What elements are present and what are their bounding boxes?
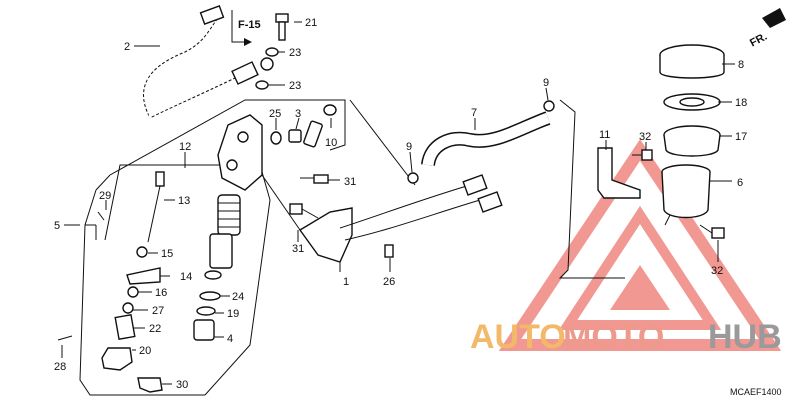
callout-19: 19 bbox=[227, 308, 239, 320]
screw-26 bbox=[384, 244, 394, 258]
callout-26: 26 bbox=[383, 276, 395, 288]
washer-23-lower bbox=[255, 80, 269, 90]
callout-1: 1 bbox=[343, 276, 349, 288]
reference-marker: F-15 bbox=[231, 10, 261, 46]
boot-4 bbox=[193, 319, 215, 341]
front-arrow-label: FR. bbox=[748, 31, 769, 50]
front-arrow: FR. bbox=[748, 8, 786, 50]
bolt-32-lower bbox=[699, 224, 725, 239]
washer-23-upper bbox=[265, 47, 279, 57]
callout-15: 15 bbox=[161, 248, 173, 260]
hose-clip-9-right bbox=[543, 100, 555, 112]
bolt-21 bbox=[275, 13, 289, 41]
bracket-11 bbox=[597, 147, 641, 199]
watermark-hub: HUB bbox=[708, 318, 782, 356]
callout-23-lower: 23 bbox=[289, 80, 301, 92]
callout-23-upper: 23 bbox=[289, 47, 301, 59]
callout-3: 3 bbox=[295, 108, 301, 120]
bushing-3 bbox=[288, 129, 302, 143]
plate-18 bbox=[663, 93, 721, 111]
nut-16 bbox=[127, 286, 139, 298]
clevis-20 bbox=[101, 347, 133, 371]
callout-29: 29 bbox=[99, 190, 111, 202]
reservoir-6 bbox=[661, 164, 711, 226]
brake-hose bbox=[140, 5, 274, 122]
push-rod-13 bbox=[147, 171, 165, 243]
callout-31-upper: 31 bbox=[344, 176, 356, 188]
brake-switch-harness bbox=[339, 174, 503, 241]
callout-7: 7 bbox=[471, 107, 477, 119]
callout-20: 20 bbox=[139, 345, 151, 357]
callout-9-left: 9 bbox=[406, 141, 412, 153]
callout-17: 17 bbox=[735, 131, 747, 143]
callout-25: 25 bbox=[269, 108, 281, 120]
callout-30: 30 bbox=[176, 379, 188, 391]
callout-32-lower: 32 bbox=[711, 265, 723, 277]
piston-set-12 bbox=[204, 194, 241, 280]
watermark-moto: MOTO bbox=[563, 318, 664, 356]
watermark-auto: AUTO bbox=[470, 318, 566, 356]
callout-10: 10 bbox=[325, 137, 337, 149]
callout-18: 18 bbox=[735, 97, 747, 109]
callout-5: 5 bbox=[54, 220, 60, 232]
callout-27: 27 bbox=[152, 305, 164, 317]
washer-24 bbox=[199, 291, 221, 301]
callout-16: 16 bbox=[155, 287, 167, 299]
callout-13: 13 bbox=[178, 195, 190, 207]
reservoir-cap-8 bbox=[659, 44, 725, 79]
callout-12: 12 bbox=[179, 141, 191, 153]
cotter-pin-29 bbox=[97, 211, 105, 221]
nut-15 bbox=[136, 246, 148, 258]
callout-2: 2 bbox=[124, 41, 130, 53]
pin-28 bbox=[57, 335, 73, 341]
reservoir-hose bbox=[421, 111, 551, 167]
master-cylinder bbox=[217, 114, 353, 263]
joint-bolt-10 bbox=[303, 120, 323, 148]
callout-31-lower: 31 bbox=[292, 243, 304, 255]
washer-10 bbox=[323, 104, 337, 116]
hose-clip-9-left bbox=[407, 172, 419, 184]
callout-labels: 1 2 3 4 5 6 7 8 9 9 10 11 12 13 14 15 16… bbox=[54, 17, 747, 391]
boot-14 bbox=[126, 267, 161, 285]
clip-30 bbox=[137, 377, 163, 393]
bolt-31-lower bbox=[289, 203, 319, 219]
callout-4: 4 bbox=[227, 333, 233, 345]
callout-21: 21 bbox=[305, 17, 317, 29]
oring-25 bbox=[270, 131, 282, 145]
assembly-outlines bbox=[79, 99, 625, 396]
callout-32-upper: 32 bbox=[639, 131, 651, 143]
nut-27 bbox=[122, 302, 134, 314]
callout-8: 8 bbox=[738, 59, 744, 71]
callout-9-right: 9 bbox=[543, 77, 549, 89]
bolt-31-upper bbox=[300, 174, 329, 184]
callout-24: 24 bbox=[232, 291, 244, 303]
joint-22 bbox=[114, 313, 136, 341]
circlip-19 bbox=[196, 306, 216, 316]
callout-28: 28 bbox=[54, 361, 66, 373]
callout-6: 6 bbox=[737, 177, 743, 189]
diagram-code: MCAEF1400 bbox=[730, 387, 782, 397]
watermark-text: AUTO MOTO HUB bbox=[470, 318, 782, 356]
diaphragm-17 bbox=[663, 125, 721, 157]
reference-page-label: F-15 bbox=[238, 19, 261, 31]
callout-11: 11 bbox=[599, 129, 610, 141]
watermark-logo bbox=[498, 139, 782, 351]
callout-22: 22 bbox=[149, 323, 161, 335]
bolt-32-upper bbox=[632, 149, 653, 161]
callout-14: 14 bbox=[180, 271, 192, 283]
leader-lines bbox=[61, 21, 735, 385]
